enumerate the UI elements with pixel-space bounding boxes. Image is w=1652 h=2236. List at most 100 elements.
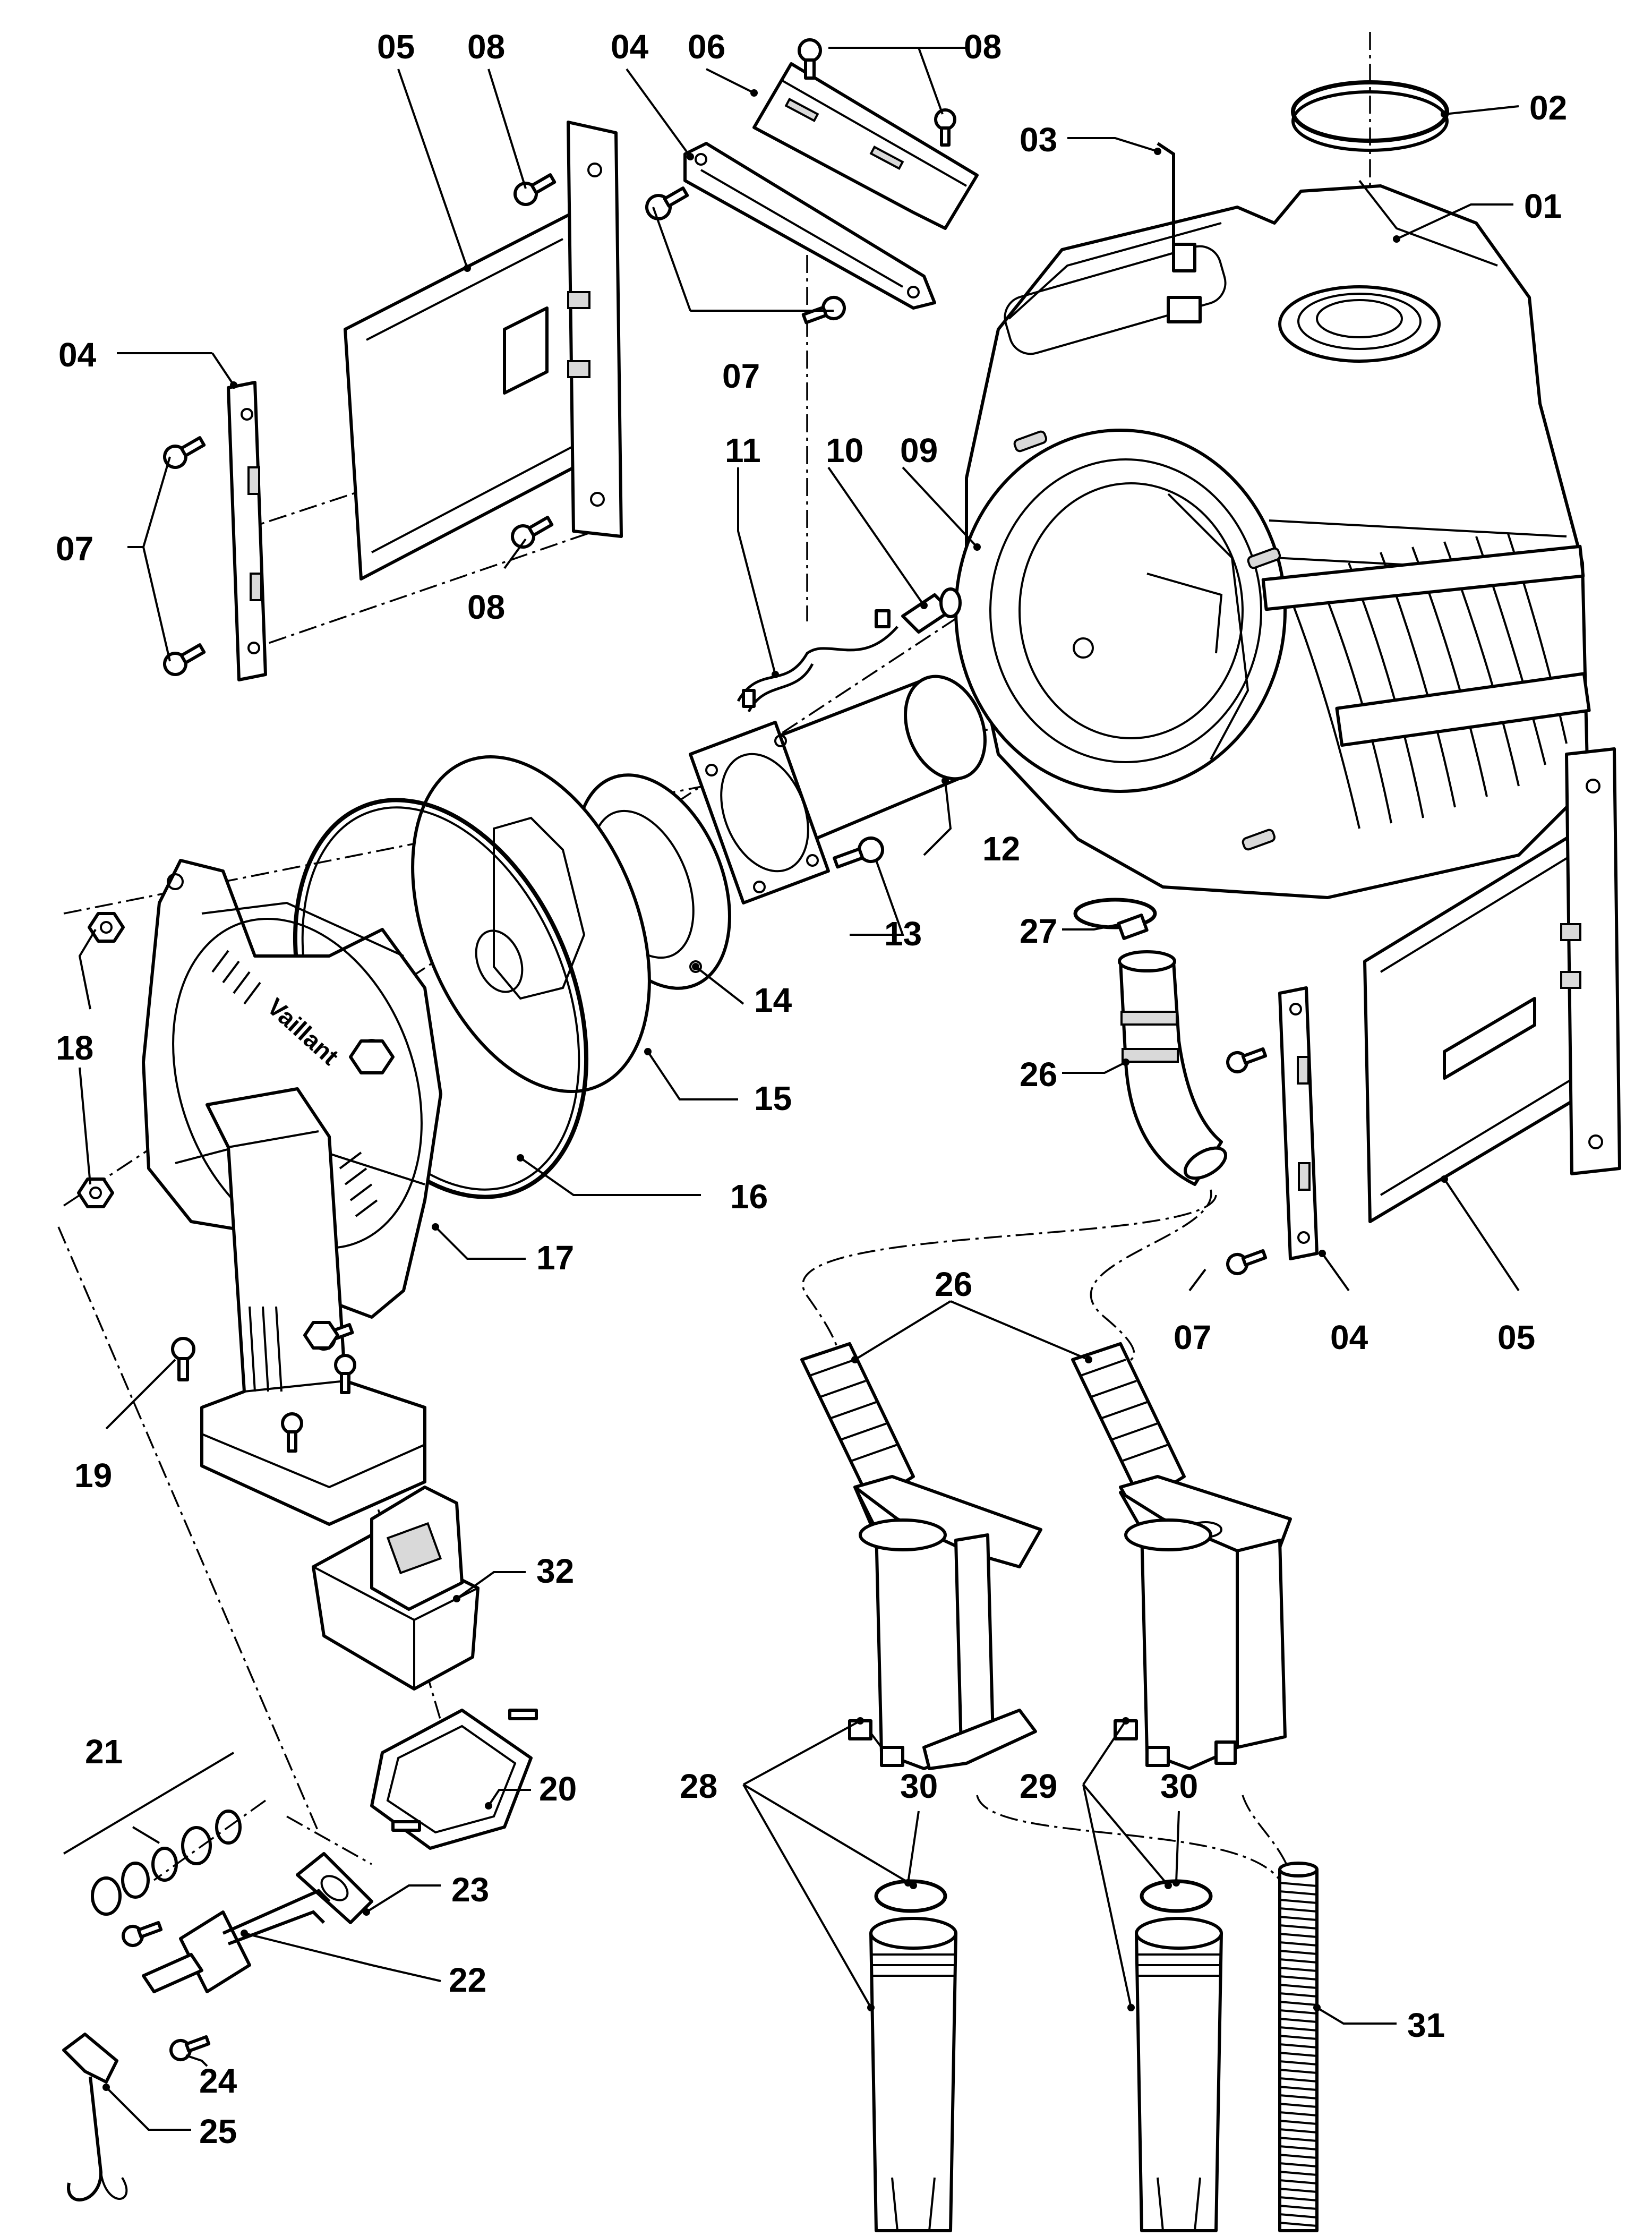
callout-07-top: 07 xyxy=(722,357,760,395)
callout-29: 29 xyxy=(1020,1767,1057,1805)
hose-rib xyxy=(1279,1924,1317,1930)
part-04-bracket-left xyxy=(227,381,267,681)
leader-dots xyxy=(102,89,1448,2091)
callout-31: 31 xyxy=(1407,2006,1445,2044)
hose-rib xyxy=(1279,1907,1317,1913)
hose-rib xyxy=(1279,1975,1317,1981)
callout-04-right: 04 xyxy=(1330,1318,1368,1356)
callout-12: 12 xyxy=(982,830,1020,868)
hose-rib xyxy=(1279,2111,1317,2116)
hose-rib xyxy=(1279,1992,1317,1998)
callout-24: 24 xyxy=(199,2062,237,2100)
hose-rib xyxy=(1279,2052,1317,2057)
callout-04-top: 04 xyxy=(611,28,649,66)
part-24-screw xyxy=(122,1921,211,2061)
part-29-trap-container-b xyxy=(1135,1917,1223,2232)
part-11-cable xyxy=(737,609,898,713)
part-12-burner-tube xyxy=(689,675,987,904)
hose-rib xyxy=(1279,2001,1317,2006)
hose-rib xyxy=(1279,2094,1317,2100)
part-29-condensate-trap-b xyxy=(1114,1475,1292,1770)
callout-04-left: 04 xyxy=(58,336,97,374)
hose-rib xyxy=(1279,2086,1317,2091)
callout-19: 19 xyxy=(74,1456,112,1495)
callout-08-top-right: 08 xyxy=(964,28,1002,66)
hose-rib xyxy=(1279,2069,1317,2074)
callout-17: 17 xyxy=(536,1239,574,1277)
part-30-o-rings xyxy=(874,1879,1213,1913)
hose-rib xyxy=(1279,1890,1317,1896)
part-19-air-inlet-duct xyxy=(171,1087,426,1526)
hose-rib xyxy=(1279,2103,1317,2108)
part-31-corrugated-drain-hose xyxy=(1278,1862,1319,2232)
part-05-side-panel-left xyxy=(344,121,623,581)
callout-07-left: 07 xyxy=(56,530,93,568)
hose-rib xyxy=(1279,2188,1317,2193)
callout-10: 10 xyxy=(826,431,863,470)
hose-rib xyxy=(1279,2171,1317,2176)
hose-rib xyxy=(1279,2043,1317,2049)
hose-rib xyxy=(1279,2179,1317,2184)
leader-lines xyxy=(78,47,1520,2131)
hose-rib xyxy=(1279,2120,1317,2125)
callout-22: 22 xyxy=(449,1961,486,1999)
callout-26-top: 26 xyxy=(1020,1055,1057,1094)
hose-rib xyxy=(1279,1916,1317,1921)
part-04-bracket-top xyxy=(683,142,936,310)
hose-rib xyxy=(1279,1950,1317,1955)
callout-26-bottom: 26 xyxy=(935,1265,972,1303)
hose-rib xyxy=(1279,1984,1317,1989)
callout-18: 18 xyxy=(56,1029,93,1067)
hose-rib xyxy=(1279,2009,1317,2015)
part-06-bracket xyxy=(752,62,979,230)
callout-06: 06 xyxy=(688,28,725,66)
callout-08-mid: 08 xyxy=(467,588,505,626)
callout-03: 03 xyxy=(1020,121,1057,159)
part-15-insulation-disc xyxy=(411,755,651,1094)
callout-28: 28 xyxy=(680,1767,717,1805)
screw-set-right xyxy=(1226,1047,1268,1275)
part-10-electrode xyxy=(901,587,962,634)
callout-30-right: 30 xyxy=(1160,1767,1198,1805)
callout-08-top-left: 08 xyxy=(467,28,505,66)
part-27-hose-clamp xyxy=(1073,898,1157,940)
part-23-gasket xyxy=(296,1852,373,1924)
hose-rib xyxy=(1279,1882,1317,1887)
hose-rib xyxy=(1279,2060,1317,2066)
callout-15: 15 xyxy=(754,1079,792,1117)
part-25-ignition-cable xyxy=(62,2033,128,2201)
hose-rib xyxy=(1279,1941,1317,1947)
vent-slots-duct xyxy=(249,1306,283,1392)
callout-14: 14 xyxy=(754,981,792,1019)
callout-05-right: 05 xyxy=(1497,1318,1535,1356)
callout-13: 13 xyxy=(884,915,922,953)
hose-rib xyxy=(1279,2213,1317,2218)
part-13-screw xyxy=(833,837,884,869)
hose-rib xyxy=(1279,1967,1317,1972)
callout-16: 16 xyxy=(730,1177,768,1216)
hose-rib xyxy=(1279,2205,1317,2210)
callout-09: 09 xyxy=(900,431,938,470)
callout-02: 02 xyxy=(1529,89,1567,127)
hose-rib xyxy=(1279,2196,1317,2201)
callout-32: 32 xyxy=(536,1552,574,1590)
callout-21: 21 xyxy=(85,1733,123,1771)
hose-rib xyxy=(1279,2077,1317,2083)
part-01-heat-exchanger xyxy=(954,180,1591,899)
hose-rib xyxy=(1279,2222,1317,2227)
part-20-gasket xyxy=(370,1709,538,1850)
part-21-seal-set xyxy=(63,1752,242,1916)
callout-30-left: 30 xyxy=(900,1767,938,1805)
part-26-drain-elbow xyxy=(1118,950,1227,1186)
hose-rib xyxy=(1279,1958,1317,1964)
hose-rib xyxy=(1279,2035,1317,2040)
callout-20: 20 xyxy=(539,1770,577,1808)
hose-rib xyxy=(1279,1933,1317,1938)
hose-rib xyxy=(1279,2154,1317,2159)
callout-23: 23 xyxy=(451,1871,489,1909)
hose-rib xyxy=(1279,2128,1317,2133)
callout-01: 01 xyxy=(1524,187,1562,225)
hose-rib xyxy=(1279,2137,1317,2142)
callout-11: 11 xyxy=(725,431,761,470)
